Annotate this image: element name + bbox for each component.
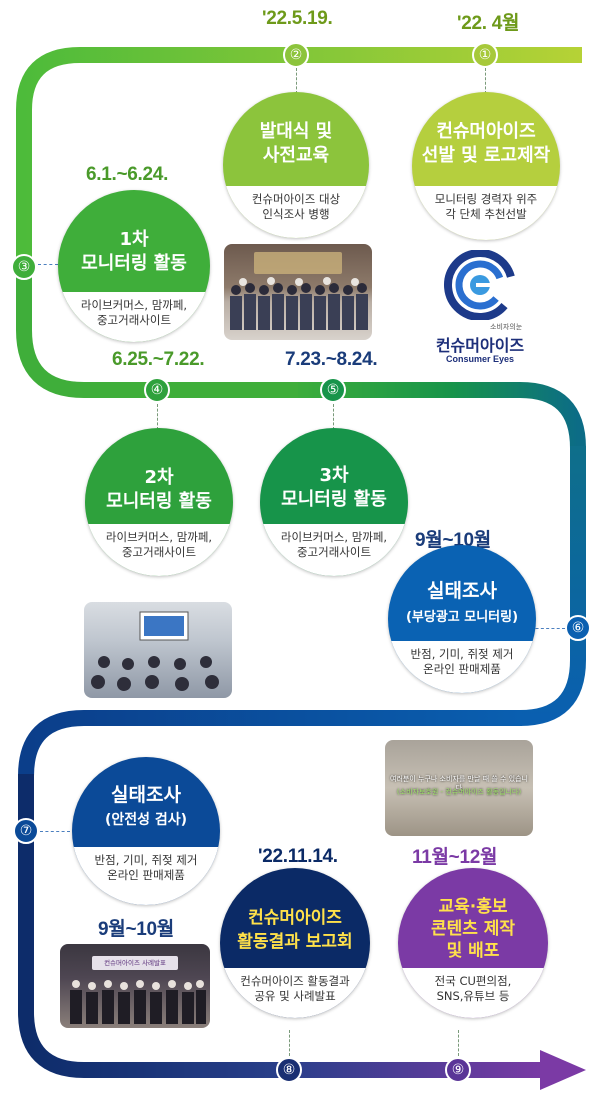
step-4-desc: 라이브커머스, 맘까페, 중고거래사이트 xyxy=(85,524,233,576)
step-9-desc: 전국 CU편의점, SNS,유튜브 등 xyxy=(398,968,548,1018)
photo-banner: 컨슈머아이즈 사례발표 xyxy=(92,956,178,970)
step-8-card: 컨슈머아이즈 활동결과 보고회 컨슈머아이즈 활동결과 공유 및 사례발표 xyxy=(220,868,370,1018)
step-9-title: 교육·홍보 콘텐츠 제작 및 배포 xyxy=(430,897,516,961)
step-2-desc: 컨슈머아이즈 대상 인식조사 병행 xyxy=(223,186,369,238)
step-7-card: 실태조사 (안전성 검사) 반점, 기미, 쥐젖 제거 온라인 판매제품 xyxy=(72,757,220,905)
connector-1 xyxy=(485,68,486,94)
step-3-desc: 라이브커머스, 맘까페, 중고거래사이트 xyxy=(58,292,210,342)
step-1-card: 컨슈머아이즈 선발 및 로고제작 모니터링 경력자 위주 각 단체 추천선발 xyxy=(412,92,560,240)
step-7-date: 9월~10월 xyxy=(98,919,174,940)
step-8-desc: 컨슈머아이즈 활동결과 공유 및 사례발표 xyxy=(220,968,370,1018)
logo-name: 컨슈머아이즈 xyxy=(435,336,525,355)
step-1-marker: ① xyxy=(472,42,498,68)
connector-2 xyxy=(296,68,297,94)
step-3-date: 6.1.~6.24. xyxy=(86,164,169,185)
step-1-desc: 모니터링 경력자 위주 각 단체 추천선발 xyxy=(412,186,560,240)
connector-6 xyxy=(525,628,565,629)
step-3-title: 1차 모니터링 활동 xyxy=(81,229,187,274)
step-2-card: 발대식 및 사전교육 컨슈머아이즈 대상 인식조사 병행 xyxy=(223,92,369,238)
step-7-desc: 반점, 기미, 쥐젖 제거 온라인 판매제품 xyxy=(72,847,220,905)
step-7-marker: ⑦ xyxy=(13,818,39,844)
step-5-date: 7.23.~8.24. xyxy=(285,349,378,370)
step-9-marker: ⑨ xyxy=(445,1057,471,1083)
connector-7 xyxy=(40,831,70,832)
photo-content-video: 여러분이 누구나 소비자를 만날 때 쓸 수 있습니다 (소비자보호원 - 컨슈… xyxy=(385,740,533,836)
step-8-title: 컨슈머아이즈 활동결과 보고회 xyxy=(237,908,353,952)
logo-small-text: 소비자의눈 xyxy=(490,323,523,331)
step-3-marker: ③ xyxy=(11,254,37,280)
connector-3 xyxy=(38,264,58,265)
step-4-title: 2차 모니터링 활동 xyxy=(106,467,212,512)
photo-training-session xyxy=(84,602,232,698)
step-7-title: 실태조사 xyxy=(111,784,181,806)
step-3-card: 1차 모니터링 활동 라이브커머스, 맘까페, 중고거래사이트 xyxy=(58,190,210,342)
photo-result-report: 컨슈머아이즈 사례발표 xyxy=(60,944,210,1028)
photo-caption-line2: (소비자보호원 - 컨슈머아이즈 활동입니다) xyxy=(396,788,522,796)
eye-logo-icon xyxy=(444,250,516,320)
step-6-subtitle: (부당광고 모니터링) xyxy=(405,610,519,625)
step-6-card: 실태조사 (부당광고 모니터링) 반점, 기미, 쥐젖 제거 온라인 판매제품 xyxy=(388,545,536,693)
step-5-desc: 라이브커머스, 맘까페, 중고거래사이트 xyxy=(260,524,408,576)
photo-banner-text: 컨슈머아이즈 사례발표 xyxy=(104,959,166,967)
step-2-date: '22.5.19. xyxy=(262,8,333,29)
step-6-title: 실태조사 xyxy=(427,580,497,602)
consumer-eyes-logo: 소비자의눈 컨슈머아이즈 Consumer Eyes xyxy=(420,250,540,375)
photo-caption-line1: 여러분이 누구나 소비자를 만날 때 쓸 수 있습니다 xyxy=(390,775,528,792)
connector-9 xyxy=(458,1030,459,1056)
step-6-desc: 반점, 기미, 쥐젖 제거 온라인 판매제품 xyxy=(388,641,536,693)
step-4-date: 6.25.~7.22. xyxy=(112,349,205,370)
step-7-subtitle: (안전성 검사) xyxy=(104,812,188,828)
step-5-title: 3차 모니터링 활동 xyxy=(281,465,387,510)
step-2-title: 발대식 및 사전교육 xyxy=(259,121,333,166)
connector-8 xyxy=(289,1030,290,1056)
step-5-card: 3차 모니터링 활동 라이브커머스, 맘까페, 중고거래사이트 xyxy=(260,428,408,576)
photo-launch-ceremony xyxy=(224,244,372,340)
logo-english: Consumer Eyes xyxy=(445,354,515,364)
step-9-date: 11월~12월 xyxy=(412,847,498,868)
step-5-marker: ⑤ xyxy=(320,377,346,403)
connector-5 xyxy=(333,404,334,430)
step-8-date: '22.11.14. xyxy=(258,846,338,867)
connector-4 xyxy=(157,404,158,430)
step-2-marker: ② xyxy=(283,42,309,68)
step-8-marker: ⑧ xyxy=(276,1057,302,1083)
step-4-card: 2차 모니터링 활동 라이브커머스, 맘까페, 중고거래사이트 xyxy=(85,428,233,576)
step-9-card: 교육·홍보 콘텐츠 제작 및 배포 전국 CU편의점, SNS,유튜브 등 xyxy=(398,868,548,1018)
step-6-marker: ⑥ xyxy=(565,615,591,641)
step-4-marker: ④ xyxy=(144,377,170,403)
step-1-title: 컨슈머아이즈 선발 및 로고제작 xyxy=(421,121,551,166)
step-1-date: '22. 4월 xyxy=(457,13,520,34)
